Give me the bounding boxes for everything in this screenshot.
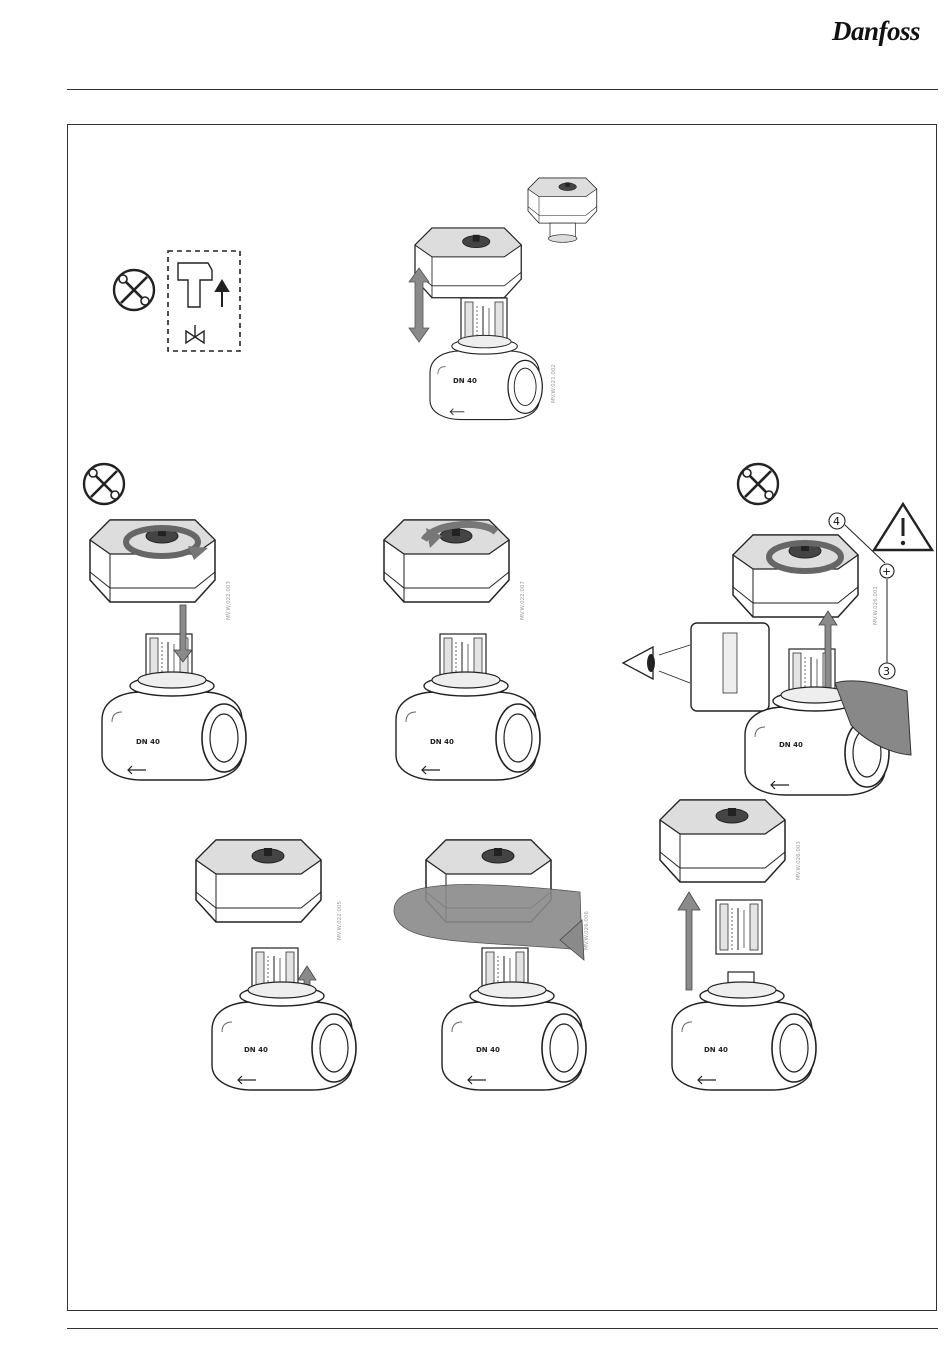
actuator-icon [415, 228, 521, 298]
mounting-warning-figure [100, 245, 260, 360]
step-check-position: 4 + 3 DN 40 MV.W.026.001 [615, 505, 915, 790]
step-rotate-knob-left: DN 40 MV.W.022.003 [90, 520, 260, 785]
callout-4: 4 [833, 515, 840, 528]
drawing-code: MV.W.022.007 [520, 581, 526, 620]
dn-marking: DN 40 [453, 377, 477, 385]
step-push-up: DN 40 MV.W.022.005 [196, 840, 366, 1090]
valve-icon [672, 982, 816, 1090]
dn-marking: DN 40 [779, 741, 803, 749]
drawing-code: MV.W.021.002 [551, 364, 557, 403]
yoke-icon [716, 900, 762, 954]
drawing-code: MV.W.022.005 [337, 901, 343, 940]
callout-3: 3 [883, 665, 890, 678]
valve-icon [396, 672, 540, 780]
valve-icon [212, 982, 356, 1090]
up-arrow-icon [678, 892, 700, 990]
actuator-icon [384, 520, 509, 602]
drawing-code: MV.W.022.003 [226, 581, 232, 620]
valve-icon [430, 335, 542, 419]
dn-marking: DN 40 [430, 738, 454, 746]
footer-rule [67, 1328, 938, 1329]
no-spanner-icon [84, 464, 124, 504]
step-rotate-actuator: DN 40 MV.W.026.006 [390, 840, 590, 1100]
dn-marking: DN 40 [244, 1046, 268, 1054]
actuator-icon [90, 520, 215, 602]
no-spanner-icon [114, 270, 154, 310]
actuator-icon [178, 263, 212, 307]
drawing-code: MV.W.026.001 [873, 586, 879, 625]
danfoss-logo: Danfoss [832, 16, 928, 56]
callout-plus: + [882, 565, 891, 578]
no-spanner-icon [738, 464, 778, 504]
actuator-small-icon [528, 178, 597, 242]
no-spanner-right [734, 460, 782, 508]
header-rule [67, 89, 938, 90]
actuator-icon [196, 840, 321, 922]
dn-marking: DN 40 [704, 1046, 728, 1054]
valve-icon [102, 672, 246, 780]
drawing-code: MV.W.026.006 [584, 911, 590, 950]
assembly-overview-figure: DN 40 MV.W.021.002 [405, 178, 605, 423]
drawing-code: MV.W.026.003 [796, 841, 802, 880]
step-lift-off: DN 40 MV.W.026.003 [660, 800, 830, 1100]
valve-icon [442, 982, 586, 1090]
no-spanner-left [80, 460, 128, 508]
vertical-arrow-icon [409, 268, 429, 342]
step-rotate-knob-middle: DN 40 MV.W.022.007 [384, 520, 554, 785]
actuator-icon [660, 800, 785, 882]
actuator-icon [733, 535, 858, 617]
dn-marking: DN 40 [476, 1046, 500, 1054]
arrow-up-icon [216, 281, 228, 307]
rotate-arrow-icon [394, 885, 582, 950]
dn-marking: DN 40 [136, 738, 160, 746]
